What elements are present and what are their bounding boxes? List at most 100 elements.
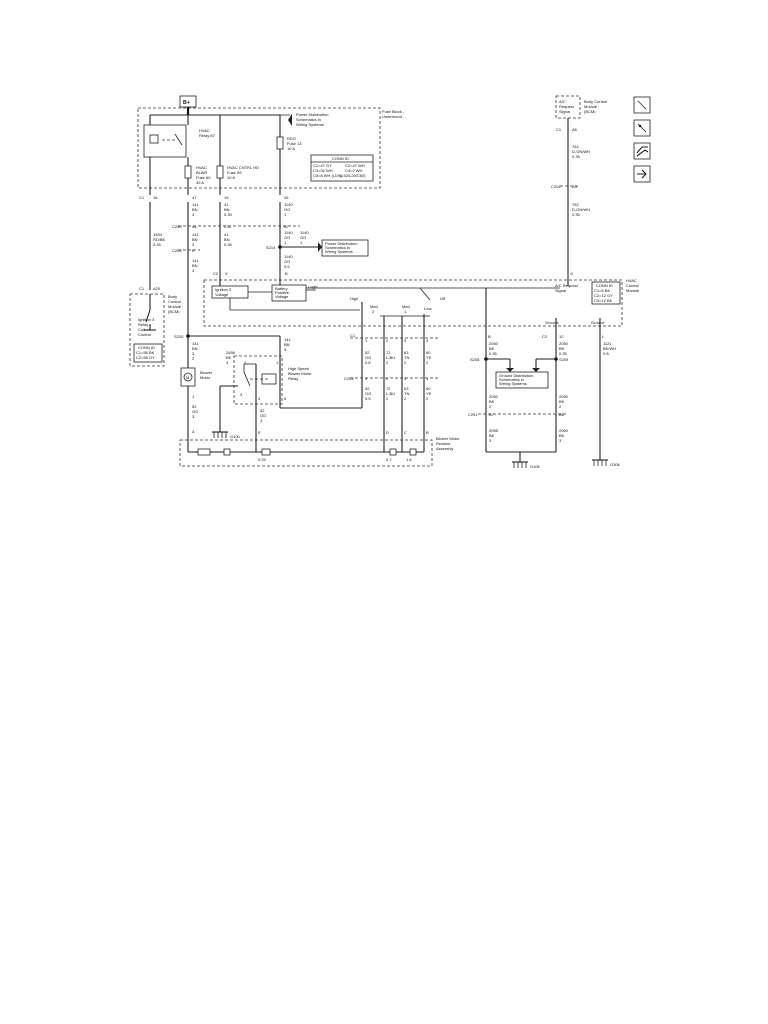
a1-label: A1 bbox=[192, 224, 198, 229]
res-w63b-2: TN bbox=[404, 391, 409, 396]
gnd-w2050c-1: 2050 bbox=[489, 394, 499, 399]
top-wiring: C1 16 47 19 26 141 BN 3 41 BN 0.35 1140 … bbox=[139, 157, 369, 340]
ac-req-sig-1: A/C Request bbox=[555, 283, 579, 288]
gnd-c2-pin: 12 bbox=[559, 334, 564, 339]
res-c203: C203 bbox=[344, 376, 354, 381]
resistor-025 bbox=[261, 448, 271, 456]
bcm-top-right: A/C Request Signal Body Control Module (… bbox=[551, 95, 607, 272]
gnd-w2060-3: 3 bbox=[559, 438, 562, 443]
w1594-2: RD/BK bbox=[153, 237, 166, 242]
w1140c-3: 1 bbox=[300, 240, 303, 245]
bl-w141-2: BN bbox=[192, 346, 198, 351]
gnd-w2050c-3: 2 bbox=[489, 404, 492, 409]
gnd-w2050b-3: 0.35 bbox=[559, 351, 568, 356]
w41-1: 41 bbox=[224, 202, 229, 207]
fuse-conn-id-title: CONN ID bbox=[332, 156, 349, 161]
res-pin-d: D bbox=[386, 430, 389, 435]
g306-label: G306 bbox=[610, 462, 621, 467]
s205-label: S205 bbox=[559, 357, 569, 362]
w1140-1: 1140 bbox=[284, 202, 293, 207]
res-w63-1: 63 bbox=[404, 350, 409, 355]
hvac-cntrl-fuse-2: Fuse 59 bbox=[227, 170, 242, 175]
bcm-splice: C204 bbox=[551, 184, 561, 189]
fuse-conn-row-1b: C2=47 WH bbox=[345, 163, 365, 168]
relay-label-3: Relay bbox=[288, 376, 298, 381]
relay-pin-3: 3 bbox=[240, 392, 243, 397]
bl-w52b-2: OG bbox=[260, 413, 266, 418]
w41-2: BN bbox=[224, 207, 230, 212]
speed-low: Low bbox=[424, 306, 431, 311]
bl-w141b-2: BN bbox=[284, 342, 290, 347]
relay-pin-5: 5 bbox=[284, 396, 287, 401]
gnd-w2050a-3: 0.35 bbox=[489, 351, 498, 356]
blower-section: S220 141 BN 3 141 BN 3 2 M Blower Motor … bbox=[174, 326, 363, 444]
res-w60b-1: 60 bbox=[426, 386, 431, 391]
gnd-w2058-2: BK bbox=[489, 433, 495, 438]
ground-1: Ground bbox=[545, 320, 558, 325]
hvac-blwr-fuse-2: BLWR bbox=[196, 170, 207, 175]
w41-3: 0.35 bbox=[224, 212, 233, 217]
relay-label-2: Blower Motor bbox=[288, 371, 312, 376]
res-w72-2: L-BU bbox=[386, 355, 395, 360]
bl-w141-3: 3 bbox=[192, 351, 195, 356]
pin-26: 26 bbox=[284, 195, 289, 200]
hvac-blwr-fuse-4: 40 A bbox=[196, 180, 204, 185]
relay-ctrl-4: Control bbox=[138, 332, 151, 337]
fuse-block-conn-id bbox=[310, 154, 374, 182]
w1140c-1: 1140 bbox=[300, 230, 309, 235]
speed-med2-1: Med bbox=[370, 304, 378, 309]
res-w60-2: YE bbox=[426, 355, 432, 360]
res-w52b-1: 52 bbox=[365, 386, 370, 391]
gnd-w2060-1: 2060 bbox=[559, 428, 569, 433]
ground-2: Ground bbox=[591, 320, 604, 325]
bcm-left: 1594 RD/BK 0.35 C1 A20 Body Control Modu… bbox=[129, 232, 182, 367]
bl-w141-1: 141 bbox=[192, 341, 199, 346]
w2656-2: BK bbox=[226, 355, 232, 360]
hvac-relay-label-1: HVAC bbox=[199, 128, 210, 133]
gnd-w2058-3: 3 bbox=[489, 438, 492, 443]
blower-motor-1: Blower bbox=[200, 370, 213, 375]
res-w60b-3: 2 bbox=[426, 396, 429, 401]
fuse-conn-row-1a: C1=47 GY bbox=[313, 163, 332, 168]
fuse-block-title-1: Fuse Block - bbox=[382, 109, 405, 114]
ac-request-3: Signal bbox=[559, 109, 570, 114]
bcm-w1-1: 762 bbox=[572, 144, 579, 149]
hvac-conn-row-3: C3=12 BK bbox=[594, 298, 613, 303]
gd-ref-1: Ground Distribution bbox=[499, 373, 533, 378]
w1140b-1: 1140 bbox=[284, 230, 293, 235]
gnd-w2060-2: BK bbox=[559, 433, 565, 438]
pin-47: 47 bbox=[192, 195, 197, 200]
rdo-fuse bbox=[276, 136, 284, 150]
w141-3: 3 bbox=[192, 212, 195, 217]
hvac-title-3: Module bbox=[626, 288, 640, 293]
bcm-left-title-1: Body bbox=[168, 294, 177, 299]
w41b-2: BN bbox=[224, 237, 230, 242]
harness-icon bbox=[633, 142, 651, 160]
resistor-07 bbox=[389, 448, 397, 456]
r3-label: 1.6 bbox=[406, 457, 412, 462]
res-pin-top-1: 1 bbox=[365, 338, 368, 343]
hvac-blwr-fuse-3: Fuse 60 bbox=[196, 175, 211, 180]
bcm-switch bbox=[145, 309, 151, 323]
pin-c1: C1 bbox=[139, 195, 145, 200]
ac-request-1: A/C bbox=[559, 99, 566, 104]
res-w72-3: 2 bbox=[386, 360, 389, 365]
speed-med2-2: 2 bbox=[372, 309, 375, 314]
pd-ref2-1: Power Distribution bbox=[325, 241, 357, 246]
resistor-section: C1 1 2 3 4 52 OG 0.8 72 L-BU 2 63 TN 2 6… bbox=[179, 326, 460, 467]
gnd-w2050a-2: BK bbox=[489, 346, 495, 351]
bl-pin-e: E bbox=[258, 430, 261, 435]
speed-high: High bbox=[350, 296, 358, 301]
gnd-w2050d-3: 2 bbox=[559, 404, 562, 409]
hvac-cntrl-fuse-3: 10 A bbox=[227, 175, 235, 180]
bl-w52b-1: 52 bbox=[260, 408, 265, 413]
blower-motor-2: Motor bbox=[200, 375, 211, 380]
pin-19: 19 bbox=[224, 195, 229, 200]
hvac-cntrl-fuse-1: HVAC CNTRL HD bbox=[227, 165, 259, 170]
fuse-conn-row-3a: C5=8 WH (LD9) bbox=[313, 173, 342, 178]
fuse-conn-row-2a: C3=32 WH bbox=[313, 168, 333, 173]
res-w52-1: 52 bbox=[365, 350, 370, 355]
relay-ctrl-1: Ignition 3 bbox=[138, 317, 155, 322]
gnd-w2050b-1: 2050 bbox=[559, 341, 569, 346]
